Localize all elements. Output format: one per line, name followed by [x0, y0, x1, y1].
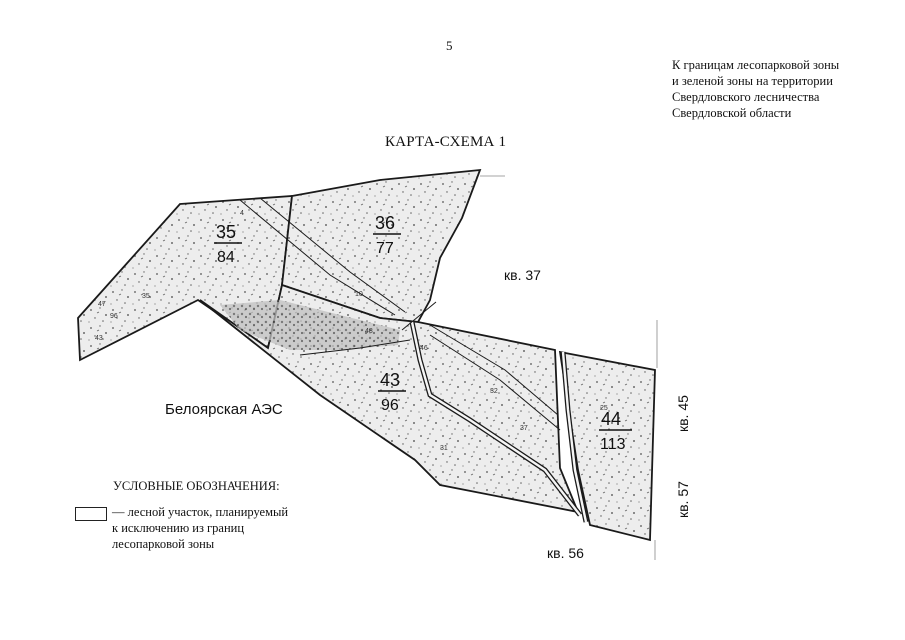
caption-line: К границам лесопарковой зоны [672, 58, 840, 72]
subplot-numbers: 4 35 47 96 43 10 46 48 32 37 25 31 [95, 210, 608, 452]
quarter-label-37: кв. 37 [504, 267, 541, 283]
junction-mark [401, 301, 437, 331]
plot-43-den: 96 [381, 397, 399, 414]
road-line-inner [561, 351, 588, 523]
inner-line [429, 324, 559, 416]
legend-line: — лесной участок, планируемый [112, 505, 289, 519]
caption-line: Свердловской области [672, 106, 792, 120]
svg-text:96: 96 [110, 313, 118, 320]
legend-swatch [75, 507, 107, 521]
caption-block: К границам лесопарковой зоны и зеленой з… [672, 57, 892, 121]
svg-text:37: 37 [520, 425, 528, 432]
road-line-inner [410, 321, 581, 516]
plot-36-number: 36 [375, 213, 395, 233]
quarter-label-45: кв. 45 [675, 395, 691, 432]
legend-text: — лесной участок, планируемый к исключен… [112, 504, 332, 552]
legend-title: УСЛОВНЫЕ ОБОЗНАЧЕНИЯ: [113, 479, 280, 493]
svg-text:32: 32 [490, 388, 498, 395]
caption-line: Свердловского лесничества [672, 90, 820, 104]
plot-43-number: 43 [380, 370, 400, 390]
page-number: 5 [446, 38, 453, 53]
caption-line: и зеленой зоны на территории [672, 74, 833, 88]
svg-text:35: 35 [142, 293, 150, 300]
inner-line [259, 197, 406, 313]
quarter-label-56: кв. 56 [547, 545, 584, 561]
legend-line: лесопарковой зоны [112, 537, 215, 551]
inner-line [429, 334, 561, 431]
plot-44-den: 113 [600, 436, 626, 453]
svg-text:10: 10 [355, 291, 363, 298]
svg-text:25: 25 [600, 405, 608, 412]
dense-stripe [220, 300, 400, 350]
legend-line: к исключению из границ [112, 521, 245, 535]
plot-35-num-text: 35 [216, 222, 236, 242]
inner-line [239, 199, 396, 316]
svg-text:48: 48 [365, 328, 373, 335]
svg-text:43: 43 [95, 335, 103, 342]
place-label: Белоярская АЭС [165, 401, 283, 418]
plot-36-den: 77 [376, 240, 394, 257]
inner-line [299, 339, 411, 356]
svg-text:47: 47 [98, 301, 106, 308]
map-title: КАРТА-СХЕМА 1 [385, 134, 507, 150]
svg-text:31: 31 [440, 445, 448, 452]
quarter-label-57: кв. 57 [675, 481, 691, 518]
svg-text:46: 46 [420, 345, 428, 352]
plot-44-number: 44 [601, 409, 621, 429]
svg-text:4: 4 [240, 210, 244, 217]
plot-35-number: 35 [216, 222, 236, 242]
plot-35-den: 84 [217, 249, 235, 266]
